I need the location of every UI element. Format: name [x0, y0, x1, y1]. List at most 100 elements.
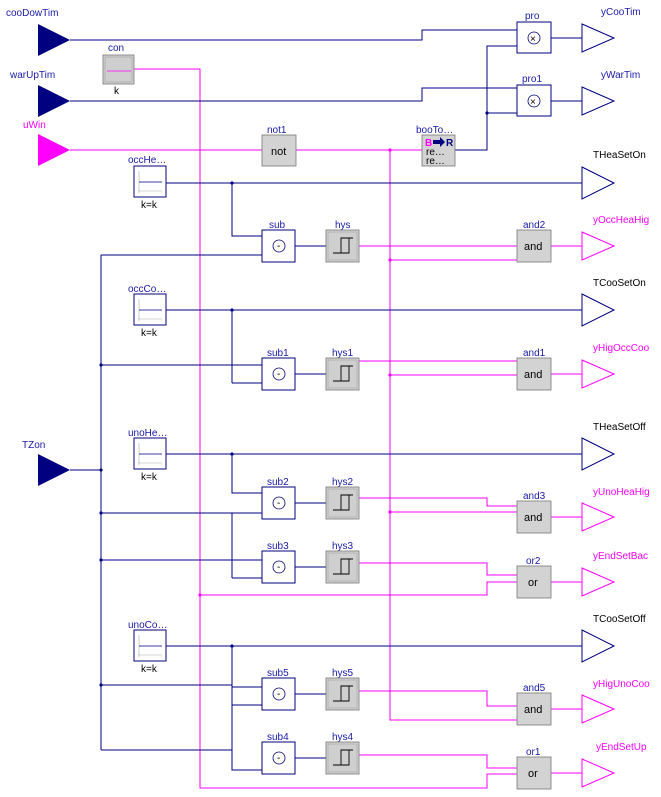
block-sub1[interactable]: sub1 - [261, 348, 296, 391]
svg-text:sub2: sub2 [267, 477, 289, 488]
output-TCooSetOff [581, 629, 616, 663]
svg-text:k=k: k=k [141, 328, 158, 339]
svg-text:booTo…: booTo… [416, 125, 453, 136]
output-yWarTim [581, 86, 616, 116]
svg-text:yWarTim: yWarTim [601, 70, 640, 81]
svg-text:yEndSetBac: yEndSetBac [593, 551, 648, 562]
svg-text:yHigOccCoo: yHigOccCoo [593, 343, 650, 354]
output-TCooSetOn [581, 293, 616, 327]
svg-text:-: - [277, 753, 280, 764]
block-pro1[interactable]: pro1 × [516, 74, 552, 117]
block-hys5[interactable]: hys5 [325, 668, 360, 711]
svg-text:TCooSetOn: TCooSetOn [593, 278, 646, 289]
output-yHigOccCoo [581, 359, 616, 389]
svg-text:B: B [425, 138, 432, 149]
svg-text:-: - [277, 562, 280, 573]
output-yEndSetUp [581, 758, 616, 788]
block-and3[interactable]: and3 and [516, 491, 552, 534]
block-occCooSet[interactable]: occCo… k=k [128, 284, 167, 339]
label-warUpTim: warUpTim [9, 70, 55, 81]
block-not1[interactable]: not1 not [261, 125, 297, 167]
svg-text:yOccHeaHig: yOccHeaHig [593, 215, 649, 226]
svg-text:k: k [114, 86, 120, 97]
output-THeaSetOn [581, 166, 616, 200]
block-and2[interactable]: and2 and [516, 220, 552, 263]
svg-text:yHigUnoCoo: yHigUnoCoo [593, 679, 650, 690]
svg-text:or: or [528, 768, 538, 780]
svg-text:hys1: hys1 [332, 348, 354, 359]
svg-text:sub1: sub1 [267, 348, 289, 359]
svg-text:TCooSetOff: TCooSetOff [593, 614, 646, 625]
bool-output-ports [581, 231, 616, 788]
input-TZon[interactable]: TZon [22, 440, 70, 486]
svg-text:or1: or1 [526, 747, 541, 758]
svg-text:sub4: sub4 [267, 732, 289, 743]
input-cooDowTim[interactable]: cooDowTim [6, 8, 70, 56]
svg-text:yCooTim: yCooTim [601, 7, 641, 18]
svg-text:-: - [277, 241, 280, 252]
svg-text:and: and [524, 512, 542, 524]
svg-text:or: or [528, 577, 538, 589]
svg-text:THeaSetOff: THeaSetOff [593, 422, 646, 433]
svg-text:and1: and1 [523, 348, 546, 359]
output-yHigUnoCoo [581, 694, 616, 724]
svg-text:k=k: k=k [141, 200, 158, 211]
svg-text:hys5: hys5 [332, 668, 354, 679]
block-or2[interactable]: or2 or [516, 556, 552, 599]
block-and5[interactable]: and5 and [516, 683, 552, 726]
svg-text:re…: re… [426, 156, 445, 167]
block-occHeaSet[interactable]: occHe… k=k [128, 155, 167, 211]
svg-text:k=k: k=k [141, 664, 158, 675]
svg-text:or2: or2 [526, 556, 541, 567]
block-unoHeaSet[interactable]: unoHe… k=k [128, 428, 167, 483]
svg-text:re…: re… [426, 147, 445, 158]
input-uWin[interactable]: uWin [23, 120, 70, 166]
block-hys[interactable]: hys [325, 220, 360, 263]
label-TZon: TZon [22, 440, 45, 451]
block-hys2[interactable]: hys2 [325, 477, 360, 520]
output-THeaSetOff [581, 437, 616, 471]
block-hys4[interactable]: hys4 [325, 732, 360, 775]
times-icon: × [530, 34, 536, 45]
block-con[interactable]: con k [102, 43, 135, 97]
real-output-ports [581, 23, 616, 663]
label-cooDowTim: cooDowTim [6, 8, 58, 19]
svg-text:and2: and2 [523, 220, 546, 231]
svg-text:not1: not1 [267, 125, 287, 136]
block-hys1[interactable]: hys1 [325, 348, 360, 391]
svg-text:unoHe…: unoHe… [128, 428, 167, 439]
svg-text:and3: and3 [523, 491, 546, 502]
svg-text:pro1: pro1 [522, 74, 542, 85]
svg-text:sub3: sub3 [267, 541, 289, 552]
svg-text:sub: sub [269, 220, 286, 231]
block-sub[interactable]: sub - [261, 220, 296, 263]
svg-text:and5: and5 [523, 683, 546, 694]
block-unoCooSet[interactable]: unoCo… k=k [128, 620, 167, 675]
block-sub5[interactable]: sub5 - [261, 668, 296, 711]
block-pro[interactable]: pro × [516, 11, 552, 54]
block-hys3[interactable]: hys3 [325, 541, 360, 584]
block-sub2[interactable]: sub2 - [261, 477, 296, 520]
block-sub4[interactable]: sub4 - [261, 732, 296, 775]
output-yOccHeaHig [581, 231, 616, 261]
output-labels: yCooTim yWarTim THeaSetOn yOccHeaHig TCo… [593, 7, 650, 753]
svg-text:and: and [524, 369, 542, 381]
junction-dots [99, 111, 489, 687]
block-booToRea[interactable]: booTo… B R re… re… [416, 125, 456, 167]
bool-junction-dots [198, 148, 392, 597]
svg-text:hys4: hys4 [332, 732, 354, 743]
svg-text:hys: hys [335, 220, 351, 231]
block-or1[interactable]: or1 or [516, 747, 552, 790]
svg-text:THeaSetOn: THeaSetOn [593, 150, 646, 161]
label-uWin: uWin [23, 120, 46, 131]
svg-text:sub5: sub5 [267, 668, 289, 679]
svg-text:pro: pro [525, 11, 540, 22]
svg-text:and: and [524, 704, 542, 716]
output-yCooTim [581, 23, 616, 53]
input-warUpTim[interactable]: warUpTim [9, 70, 70, 117]
block-and1[interactable]: and1 and [516, 348, 552, 391]
real-wires [70, 29, 582, 771]
block-sub3[interactable]: sub3 - [261, 541, 296, 584]
svg-text:occHe…: occHe… [128, 155, 166, 166]
